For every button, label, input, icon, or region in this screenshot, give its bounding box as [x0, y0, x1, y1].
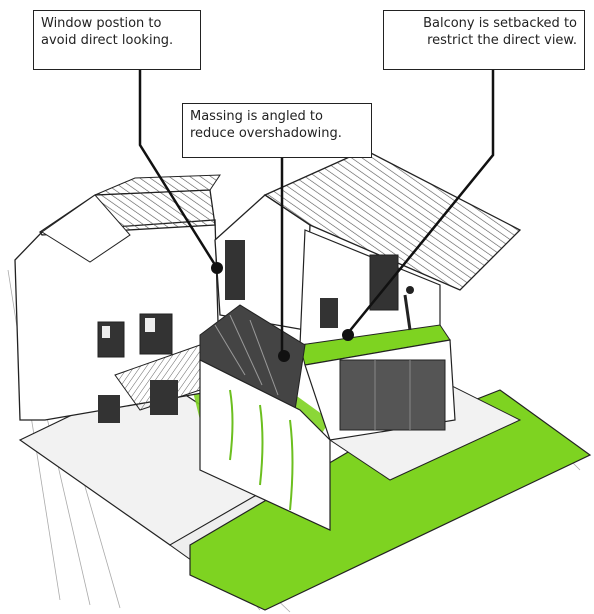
callout-window-line1: Window postion to	[41, 15, 193, 32]
callout-massing-line1: Massing is angled to	[190, 108, 364, 125]
marker-window	[211, 262, 223, 274]
callout-balcony-line1: Balcony is setbacked to	[391, 15, 577, 32]
left-house	[15, 175, 230, 423]
callout-balcony-setback: Balcony is setbacked to restrict the dir…	[383, 10, 585, 70]
callout-massing-line2: reduce overshadowing.	[190, 125, 364, 142]
callout-window-position: Window postion to avoid direct looking.	[33, 10, 201, 70]
marker-massing	[278, 350, 290, 362]
callout-massing-angled: Massing is angled to reduce overshadowin…	[182, 103, 372, 158]
marker-balcony	[342, 329, 354, 341]
callout-balcony-line2: restrict the direct view.	[391, 32, 577, 49]
callout-window-line2: avoid direct looking.	[41, 32, 193, 49]
